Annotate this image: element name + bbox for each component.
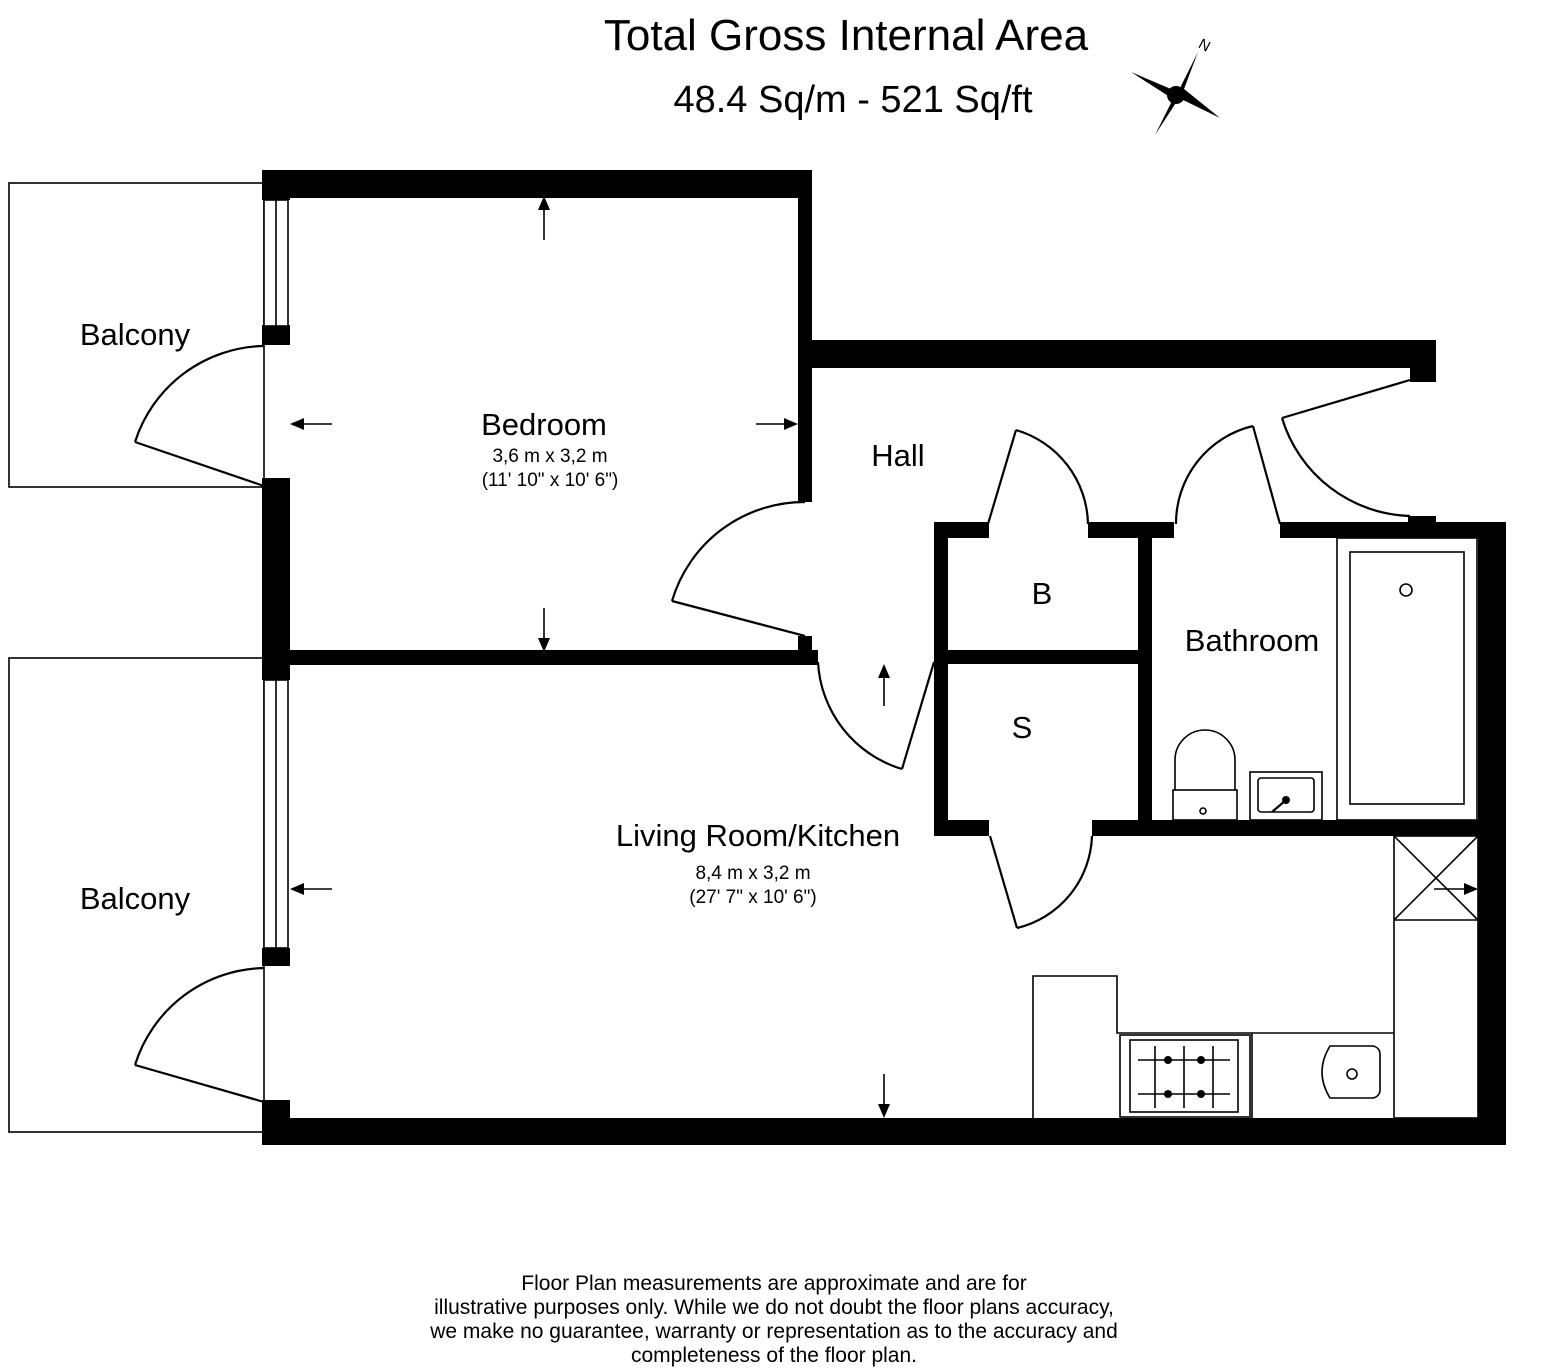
balcony-bottom-label: Balcony xyxy=(80,881,191,916)
store-s-label: S xyxy=(1012,710,1033,745)
bedroom-label: Bedroom xyxy=(481,407,607,442)
disclaimer-line-2: illustrative purposes only. While we do … xyxy=(434,1296,1114,1319)
doors xyxy=(133,344,1411,1104)
disclaimer: Floor Plan measurements are approximate … xyxy=(429,1272,1118,1367)
compass-rose-icon: N xyxy=(1131,36,1220,135)
dimension-arrows xyxy=(290,196,1478,1118)
disclaimer-line-1: Floor Plan measurements are approximate … xyxy=(521,1272,1026,1295)
gross-area: 48.4 Sq/m - 521 Sq/ft xyxy=(673,79,1033,121)
store-b-label: B xyxy=(1032,576,1053,611)
sink-icon xyxy=(1321,1045,1381,1099)
basin-icon xyxy=(1249,771,1323,821)
living-room-label: Living Room/Kitchen xyxy=(616,818,900,853)
hob-icon xyxy=(1119,1034,1251,1118)
disclaimer-line-3: we make no guarantee, warranty or repres… xyxy=(429,1320,1118,1343)
living-room-dim-metric: 8,4 m x 3,2 m xyxy=(695,863,810,884)
bedroom-dim-metric: 3,6 m x 3,2 m xyxy=(492,446,607,467)
walls xyxy=(262,170,1506,1145)
living-room-dim-imperial: (27' 7" x 10' 6") xyxy=(689,887,816,908)
bathtub-icon xyxy=(1336,537,1478,821)
compass-north-label: N xyxy=(1195,36,1213,56)
plan-title: Total Gross Internal Area xyxy=(604,11,1089,60)
bathroom-label: Bathroom xyxy=(1185,623,1319,658)
kitchen-units xyxy=(1032,835,1479,1119)
toilet-icon xyxy=(1172,729,1238,821)
balcony-top-label: Balcony xyxy=(80,317,191,352)
windows xyxy=(263,199,289,949)
disclaimer-line-4: completeness of the floor plan. xyxy=(631,1344,917,1367)
bedroom-dim-imperial: (11' 10" x 10' 6") xyxy=(482,470,619,491)
hall-label: Hall xyxy=(871,438,924,473)
